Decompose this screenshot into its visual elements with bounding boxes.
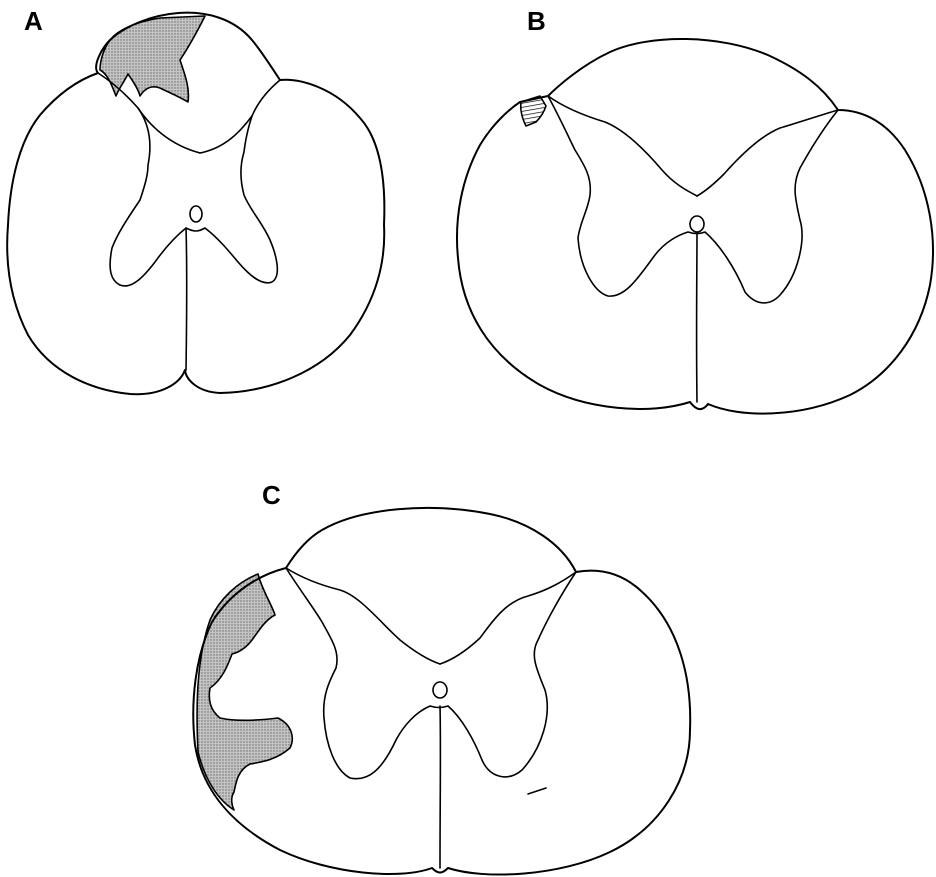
cord-outline-c (193, 508, 690, 875)
dorsal-funiculus-left-b (548, 96, 697, 196)
dorsal-funiculus-right-c (440, 572, 576, 664)
dorsal-funiculus-right-a (200, 80, 280, 153)
dorsal-funiculus-left-c (286, 568, 440, 664)
lesion-c (197, 574, 292, 810)
central-canal-c (433, 682, 447, 698)
central-canal-b (690, 216, 704, 232)
gray-matter-c (286, 568, 576, 779)
panel-b: B (457, 6, 933, 414)
panel-c: C (193, 480, 690, 875)
cord-outline-a (7, 13, 384, 395)
stray-mark-c (528, 788, 546, 794)
panel-label-c: C (262, 480, 281, 510)
cord-outline-b (457, 39, 933, 414)
gray-matter-b (548, 96, 838, 303)
gray-matter-a (110, 108, 277, 286)
panel-label-a: A (24, 6, 43, 36)
dorsal-funiculus-right-b (697, 110, 838, 196)
ventral-fissure-a (186, 228, 187, 370)
panel-a: A (7, 6, 384, 394)
panel-label-b: B (527, 6, 546, 36)
central-canal-a (190, 206, 202, 222)
lesion-a (100, 16, 205, 102)
